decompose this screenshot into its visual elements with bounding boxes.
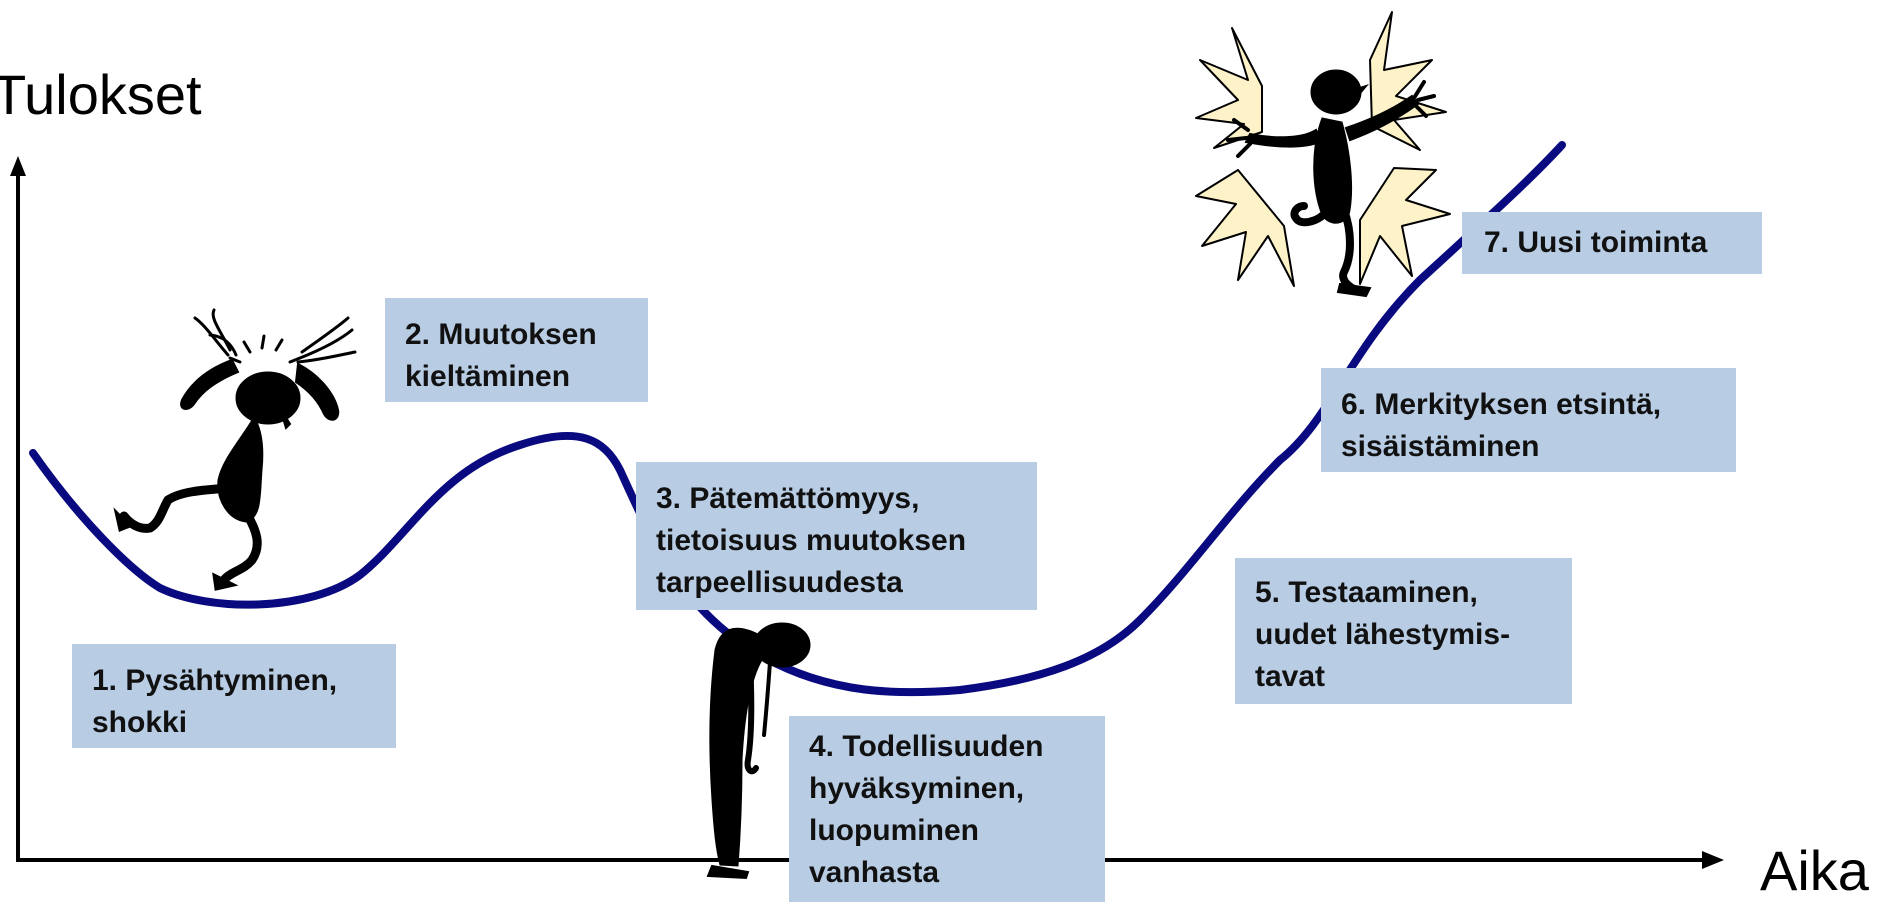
x-axis-label: Aika bbox=[1760, 838, 1869, 903]
phase-box-6: 6. Merkityksen etsintä, sisäistäminen bbox=[1321, 368, 1736, 472]
phase-box-5: 5. Testaaminen, uudet lähestymis- tavat bbox=[1235, 558, 1572, 704]
jumping-figure-icon bbox=[1196, 12, 1450, 296]
phase-box-7: 7. Uusi toiminta bbox=[1462, 212, 1762, 274]
frustrated-figure-icon bbox=[116, 310, 355, 589]
y-axis-label: Tulokset bbox=[0, 62, 202, 127]
x-axis-arrow bbox=[1702, 851, 1724, 869]
phase-box-3: 3. Pätemättömyys, tietoisuus muutoksen t… bbox=[636, 462, 1037, 610]
phase-box-1: 1. Pysähtyminen, shokki bbox=[72, 644, 396, 748]
phase-box-4: 4. Todellisuuden hyväksyminen, luopumine… bbox=[789, 716, 1105, 902]
y-axis-arrow bbox=[10, 156, 26, 176]
phase-box-2: 2. Muutoksen kieltäminen bbox=[385, 298, 648, 402]
